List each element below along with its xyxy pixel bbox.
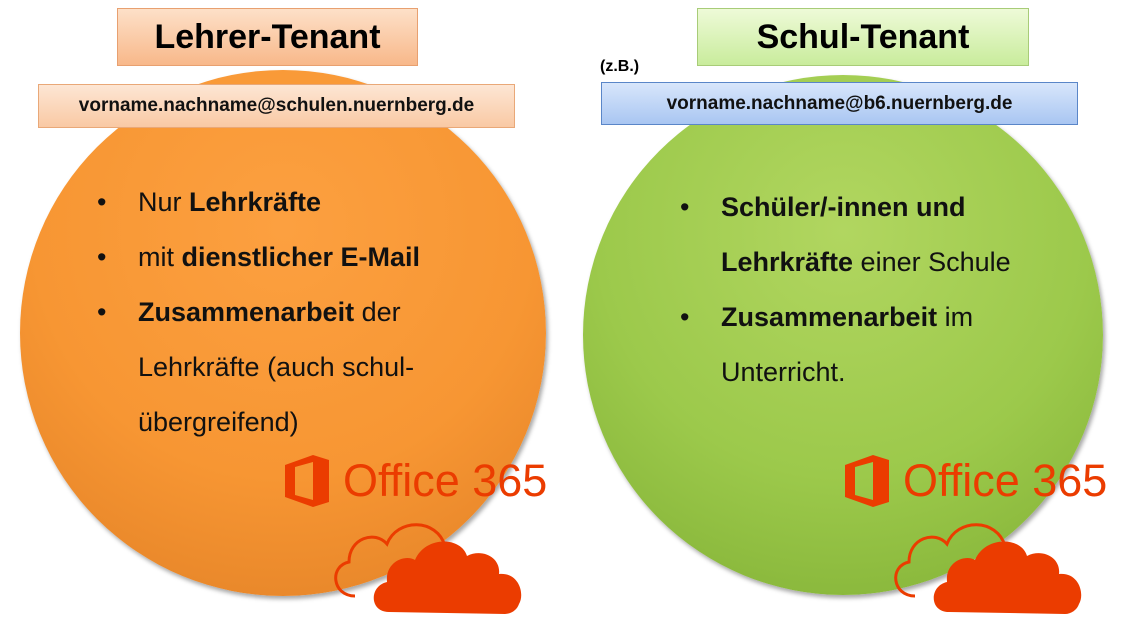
office365-text: Office 365 (343, 455, 548, 506)
schul-bullet-list: • Schüler/-innen und Lehrkräfte einer Sch… (680, 180, 1040, 400)
bold-text: Schüler/-innen und Lehrkräfte (721, 192, 966, 277)
bullet-item: • Schüler/-innen und Lehrkräfte einer Sch… (680, 180, 1040, 290)
office365-logo-left: Office 365 (285, 455, 547, 507)
text: der Lehrkräfte (auch schul-übergreifend) (138, 297, 415, 437)
schul-tenant-circle (583, 75, 1103, 595)
example-note: (z.B.) (600, 58, 640, 75)
bullet-item: • Nur Lehrkräfte (97, 175, 477, 230)
bullet-item: • mit dienstlicher E-Mail (97, 230, 477, 285)
bullet-marker: • (97, 297, 107, 327)
office-icon (845, 455, 889, 507)
lehrer-bullet-list: •Nur Lehrkräfte•mit dienstlicher E-Mail•… (97, 175, 477, 450)
bold-text: dienstlicher E-Mail (181, 242, 421, 272)
onedrive-cloud-icon (334, 523, 522, 614)
bullet-marker: • (680, 302, 690, 332)
lehrer-tenant-title: Lehrer-Tenant (117, 8, 418, 66)
bullet-item: • Zusammenarbeit im Unterricht. (680, 290, 1040, 400)
lehrer-tenant-circle (20, 70, 546, 596)
schul-email-format: vorname.nachname@b6.nuernberg.de (601, 82, 1078, 125)
text: mit (138, 242, 182, 272)
text: im Unterricht. (721, 302, 974, 387)
onedrive-cloud-icon (894, 523, 1082, 614)
bullet-item: • Zusammenarbeit der Lehrkräfte (auch sch… (97, 285, 477, 450)
office365-logo-right: Office 365 (845, 455, 1107, 507)
bullet-marker: • (97, 187, 107, 217)
schul-tenant-title: Schul-Tenant (697, 8, 1029, 66)
lehrer-email-format: vorname.nachname@schulen.nuernberg.de (38, 84, 515, 128)
office-icon (285, 455, 329, 507)
text: Nur (138, 187, 190, 217)
office365-text: Office 365 (903, 455, 1108, 506)
bullet-marker: • (97, 242, 107, 272)
bold-text: Lehrkräfte (189, 187, 322, 217)
bold-text: Zusammenarbeit (138, 297, 355, 327)
bold-text: Zusammenarbeit (721, 302, 938, 332)
text: einer Schule (853, 247, 1011, 277)
bullet-marker: • (680, 192, 690, 222)
